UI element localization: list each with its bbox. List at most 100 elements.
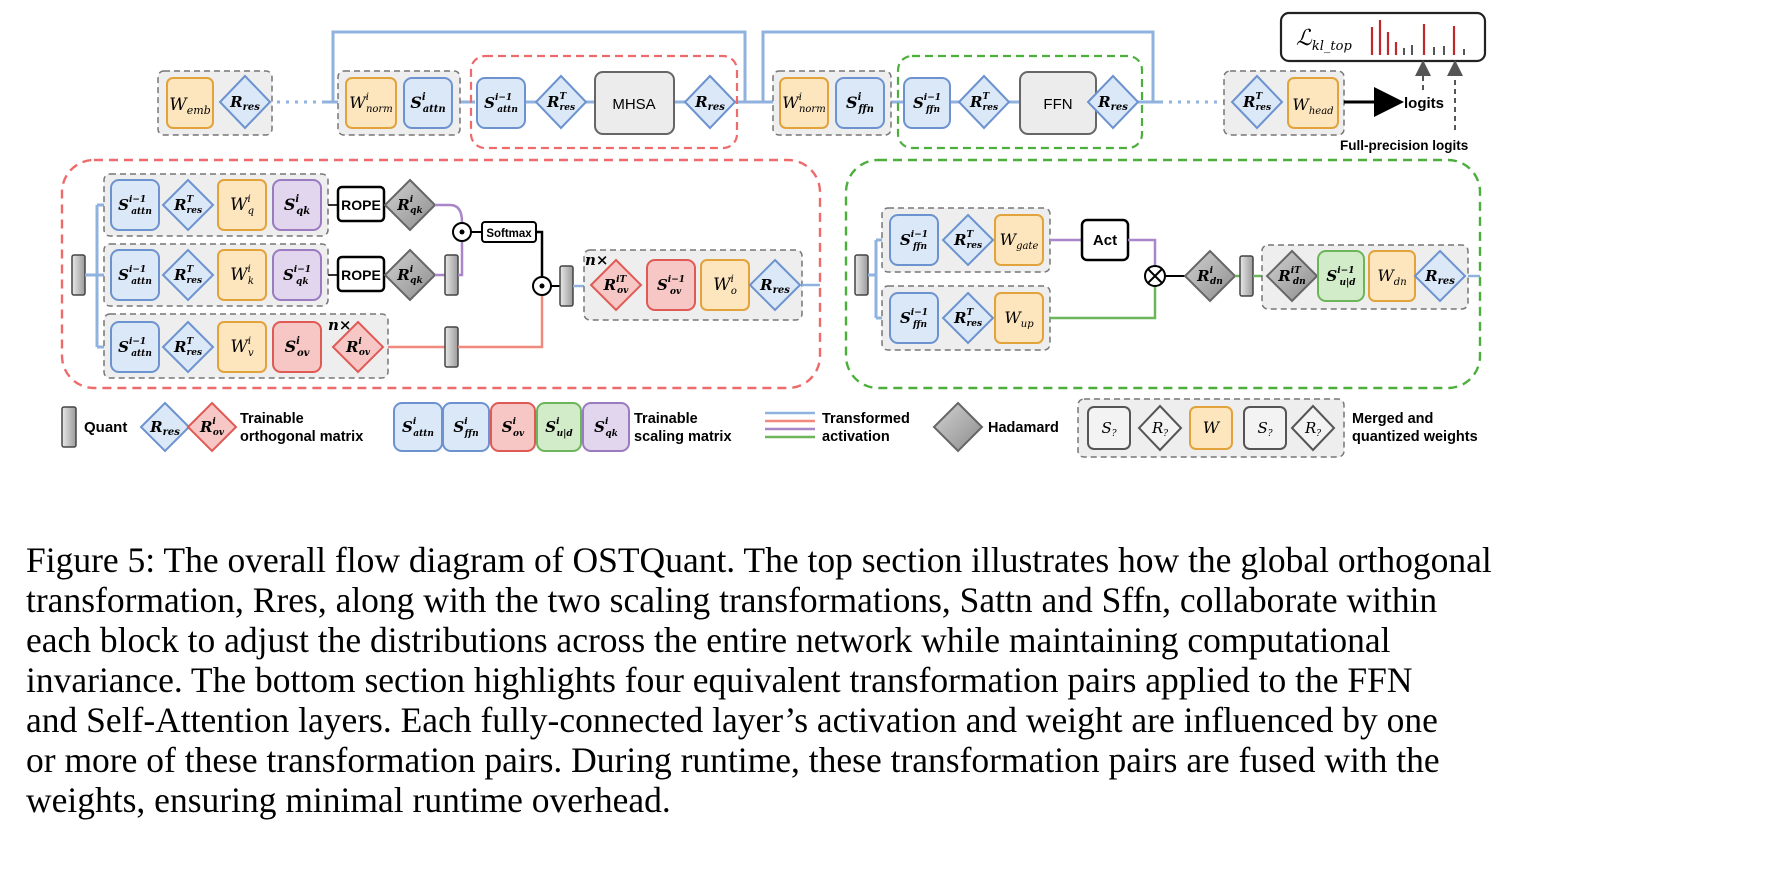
legend-hadamard-label: Hadamard [988,420,1059,436]
s-qk-inv-box [272,249,322,301]
s-ffn-prev-box [903,77,951,129]
w-gate-box [994,214,1044,266]
legend-merged-r-swatch [1137,404,1183,452]
w-k-box [217,249,267,301]
figure-caption: Figure 5: The overall flow diagram of OS… [26,540,1748,820]
r-res-t-diamond-1 [534,74,588,130]
legend-activation-line1: Transformed [822,411,910,427]
r-ov-t-diamond [589,258,643,312]
legend-merged-w-label: W [1203,418,1221,437]
rope-k-box [336,255,386,293]
ffn-detail-region [844,158,1482,390]
caption-line-2: transformation, Rres, along with the two… [26,580,1438,620]
s-ffn-prev-gate-box [889,214,939,266]
r-res-dn-diamond [1413,249,1467,303]
r-res-t-diamond-2 [957,74,1011,130]
r-dn-diamond [1183,249,1237,303]
quant-block-ffn-in [854,254,869,296]
legend-scale-line2: scaling matrix [634,429,732,445]
logits-label: logits [1404,95,1444,112]
r-ov-diamond [331,320,385,374]
r-qk-diamond-q [383,178,437,232]
attention-block-region [469,54,739,150]
s-ffn-box [835,77,885,129]
r-res-t-diamond-head [1230,74,1284,130]
r-res-t-up-diamond [941,291,995,345]
r-res-t-gate-diamond [941,213,995,267]
w-norm-box [345,77,397,129]
r-res-diamond-2 [683,74,737,130]
legend-r-res-swatch [139,401,191,453]
legend-merged-line2: quantized weights [1352,429,1478,445]
legend-merged-s2-swatch [1243,406,1287,450]
ffn-label: FFN [1043,96,1072,113]
legend-merged-w-swatch [1189,406,1233,450]
r-res-diamond-3 [1086,74,1140,130]
s-attn-prev-box [476,77,526,129]
s-attn-box [403,77,453,129]
r-res-o-diamond [748,258,802,312]
rope-q-label: ROPE [341,197,381,213]
quant-block-v [444,326,459,368]
full-precision-logits-label: Full-precision logits [1340,138,1468,153]
caption-line-5: and Self-Attention layers. Each fully-co… [26,700,1438,740]
legend-s-ov-swatch [490,402,536,452]
legend-s-ud-swatch [536,402,582,452]
s-ffn-prev-up-box [889,292,939,344]
mhsa-box [594,71,675,135]
quant-block-dn [1239,255,1254,297]
w-emb-box [166,77,214,129]
caption-line-3: each block to adjust the distributions a… [26,620,1391,660]
w-v-box [217,321,267,373]
r-res-t-k-diamond [161,248,215,302]
w-q-box [217,179,267,231]
s-qk-box [272,179,322,231]
s-ov-inv-box [646,259,696,311]
r-qk-diamond-k [383,248,437,302]
r-res-t-v-diamond [161,320,215,374]
rope-k-label: ROPE [341,267,381,283]
legend-r-ov-swatch [186,401,238,453]
quant-block-attn-in [71,254,86,296]
quant-block-o [559,265,574,307]
legend-merged-s-swatch [1087,406,1131,450]
legend-scale-line1: Trainable [634,411,698,427]
s-ov-box [272,321,322,373]
caption-line-7: weights, ensuring minimal runtime overhe… [26,780,671,820]
legend-orth-line1: Trainable [240,411,304,427]
w-head-box [1287,77,1339,129]
legend-s-ffn-swatch [442,402,490,452]
w-norm-box-2 [779,77,829,129]
legend-merged-line1: Merged and [1352,411,1433,427]
legend-hadamard-swatch [932,401,984,453]
logit-bars [1370,20,1465,55]
mhsa-label: MHSA [612,96,655,113]
n-times-label-v: n× [328,316,351,334]
caption-line-6: or more of these transformation pairs. D… [26,740,1440,780]
attention-detail-region [60,158,822,390]
softmax-label: Softmax [486,228,532,240]
s-ud-box [1317,250,1365,302]
r-res-t-q-diamond [161,178,215,232]
r-dn-t-diamond [1265,249,1319,303]
w-up-box [994,292,1044,344]
r-res-diamond-1 [218,74,272,130]
caption-line-1: Figure 5: The overall flow diagram of OS… [26,540,1492,580]
s-attn-prev-v-box [110,321,160,373]
ffn-block-region [896,54,1144,150]
legend-quant-swatch [61,406,77,448]
s-attn-prev-q-box [110,179,160,231]
legend-activation-line2: activation [822,429,890,445]
n-times-label-o: n× [585,251,608,269]
legend-s-qk-swatch [582,402,630,452]
rope-q-box [336,185,386,223]
legend-orth-line2: orthogonal matrix [240,429,363,445]
act-label: Act [1093,232,1117,249]
